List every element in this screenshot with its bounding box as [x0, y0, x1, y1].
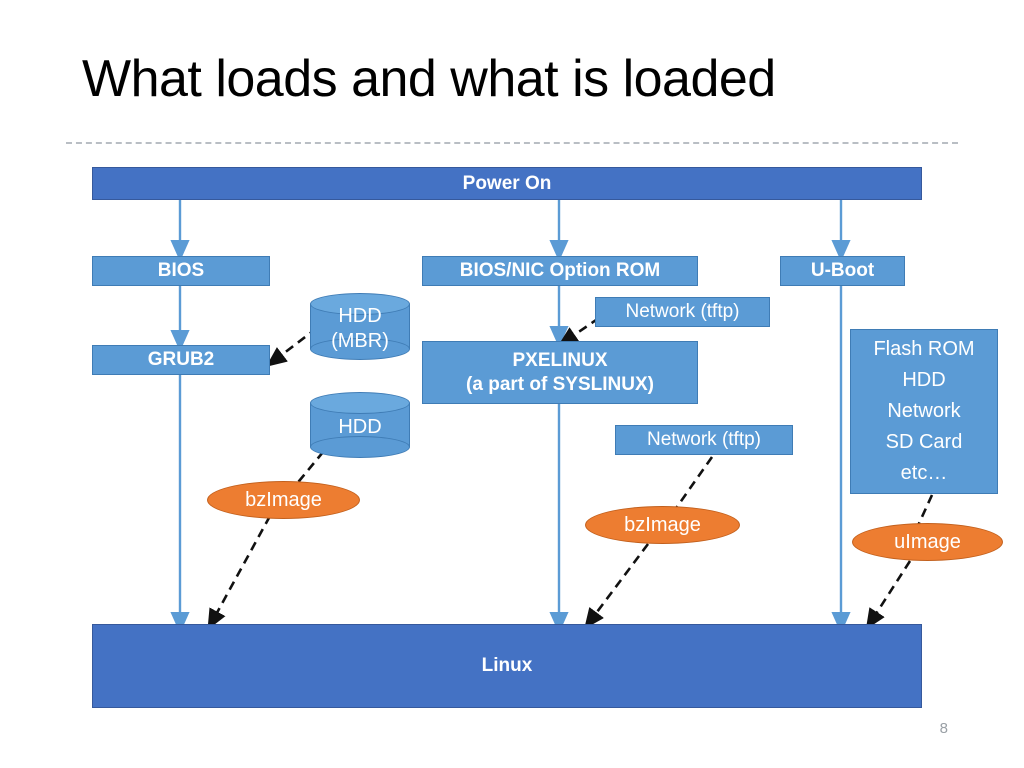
node-uimage-right[interactable]: uImage — [852, 523, 1003, 561]
node-flash-rom-sources-line-3: SD Card — [885, 431, 963, 453]
node-flash-rom-sources-line-0: Flash ROM — [873, 338, 975, 360]
node-bios[interactable]: BIOS — [92, 256, 270, 286]
node-hdd-mbr-label-line1: HDD — [338, 304, 382, 327]
cylinder-top — [310, 392, 410, 414]
node-linux[interactable]: Linux — [92, 624, 922, 708]
node-power-on-label: Power On — [462, 172, 552, 194]
node-linux-label: Linux — [481, 655, 533, 676]
page-number: 8 — [939, 720, 948, 737]
node-hdd-label-line1: HDD — [338, 415, 382, 438]
node-hdd-label: HDD — [310, 392, 410, 458]
node-hdd-mbr-label: HDD (MBR) — [310, 293, 410, 360]
node-network-tftp-upper-label: Network (tftp) — [625, 301, 740, 322]
node-pxelinux[interactable]: PXELINUX (a part of SYSLINUX) — [422, 341, 698, 404]
node-uimage-right-label: uImage — [894, 530, 961, 553]
node-bzimage-center-label: bzImage — [624, 513, 701, 536]
node-bzimage-center[interactable]: bzImage — [585, 506, 740, 544]
title-divider — [66, 142, 958, 144]
node-grub2-label: GRUB2 — [147, 349, 215, 370]
node-hdd-mbr[interactable]: HDD (MBR) — [310, 293, 410, 360]
node-network-tftp-lower[interactable]: Network (tftp) — [615, 425, 793, 455]
cylinder-bottom — [310, 436, 410, 458]
node-flash-rom-sources-line-4: etc… — [900, 462, 948, 484]
node-flash-rom-sources-line-2: Network — [887, 400, 961, 422]
cylinder-bottom — [310, 338, 410, 360]
node-network-tftp-upper[interactable]: Network (tftp) — [595, 297, 770, 327]
node-hdd[interactable]: HDD — [310, 392, 410, 458]
node-pxelinux-label-line1: PXELINUX — [512, 349, 608, 371]
node-bzimage-left[interactable]: bzImage — [207, 481, 360, 519]
node-bios-nic-option-rom[interactable]: BIOS/NIC Option ROM — [422, 256, 698, 286]
node-grub2[interactable]: GRUB2 — [92, 345, 270, 375]
node-flash-rom-sources[interactable]: Flash ROM HDD Network SD Card etc… — [850, 329, 998, 494]
node-network-tftp-lower-label: Network (tftp) — [646, 429, 762, 450]
node-bios-label: BIOS — [157, 260, 205, 281]
node-flash-rom-sources-line-1: HDD — [902, 369, 946, 391]
page-title: What loads and what is loaded — [82, 50, 776, 108]
node-bios-nic-option-rom-label: BIOS/NIC Option ROM — [459, 260, 661, 281]
node-hdd-mbr-label-line2: (MBR) — [331, 329, 389, 352]
node-u-boot[interactable]: U-Boot — [780, 256, 905, 286]
node-u-boot-label: U-Boot — [810, 260, 875, 281]
node-pxelinux-label-line2: (a part of SYSLINUX) — [466, 373, 654, 395]
node-power-on[interactable]: Power On — [92, 167, 922, 200]
cylinder-top — [310, 293, 410, 315]
node-bzimage-left-label: bzImage — [245, 488, 322, 511]
